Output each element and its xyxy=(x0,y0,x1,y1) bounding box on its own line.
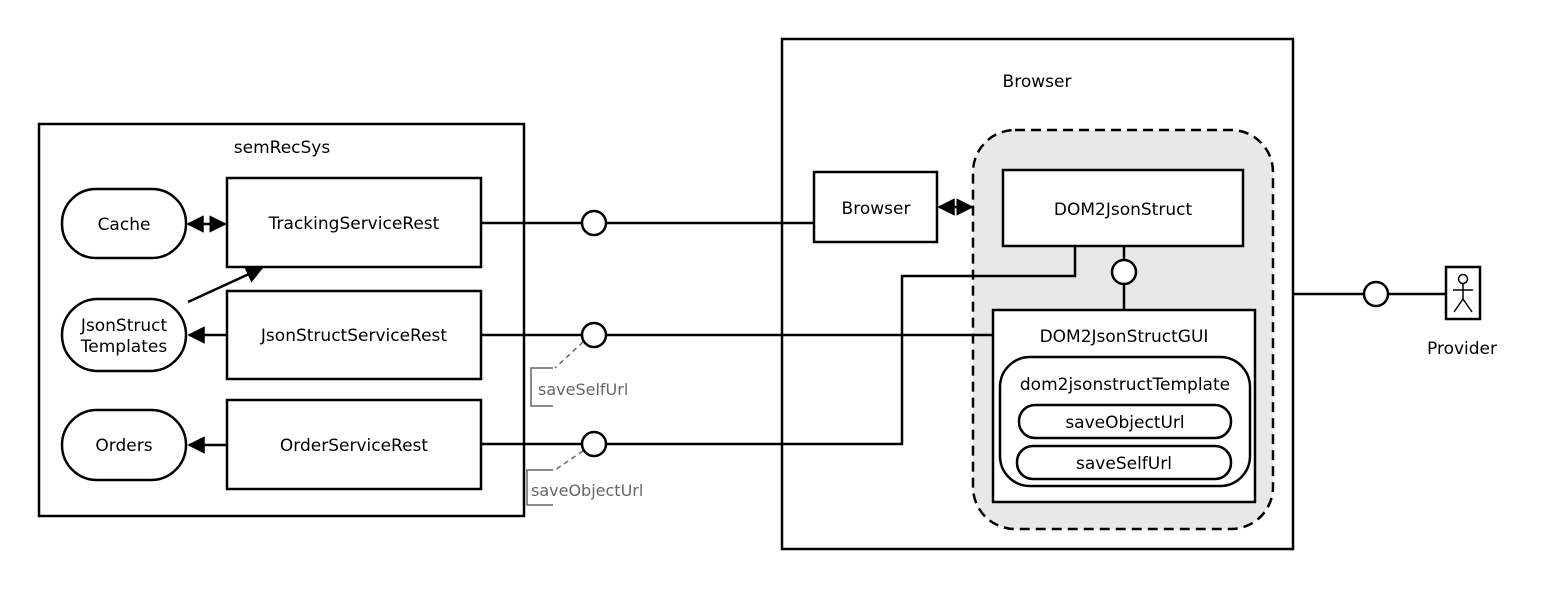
provider-label: Provider xyxy=(1427,339,1497,359)
template-save-self-url xyxy=(1015,444,1233,481)
json-struct-service-rest-label: JsonStructServiceRest xyxy=(260,326,447,346)
save-object-url-note-bracket xyxy=(526,469,553,506)
templates-tracking-arrow xyxy=(187,266,264,304)
semrecsys-title: semRecSys xyxy=(234,138,331,158)
save-object-url-note: saveObjectUrl xyxy=(531,481,643,500)
order-service-rest-label: OrderServiceRest xyxy=(280,436,429,456)
tracking-interface xyxy=(580,209,608,237)
order-service-rest-component xyxy=(225,398,483,491)
cache-label: Cache xyxy=(98,215,151,235)
jsonstruct-interface xyxy=(580,321,608,349)
save-self-url-note: saveSelfUrl xyxy=(538,380,628,399)
dom2jsonstruct-gui-interface xyxy=(1110,258,1138,286)
json-struct-templates-label-line1: JsonStruct xyxy=(80,316,168,336)
json-struct-templates-datastore xyxy=(60,297,188,373)
dom2jsonstruct-component xyxy=(1001,168,1245,248)
order-interface xyxy=(580,430,608,458)
template-save-self-url-label: saveSelfUrl xyxy=(1076,454,1172,474)
tracking-service-rest-label: TrackingServiceRest xyxy=(268,214,440,234)
json-struct-templates-label-line2: Templates xyxy=(80,337,168,357)
order-connector-right xyxy=(606,246,1077,446)
browser-node-title: Browser xyxy=(1003,72,1072,92)
orders-datastore xyxy=(60,408,188,482)
template-save-object-url-label: saveObjectUrl xyxy=(1065,413,1184,433)
provider-interface xyxy=(1362,280,1390,308)
cache-datastore xyxy=(60,187,188,260)
tracking-service-rest-component xyxy=(225,176,483,269)
dom2jsonstruct-template-label: dom2jsonstructTemplate xyxy=(1020,375,1230,395)
dom2jsonstruct-label: DOM2JsonStruct xyxy=(1054,200,1193,220)
provider-actor-icon xyxy=(1444,265,1482,321)
dom2jsonstruct-gui-label: DOM2JsonStructGUI xyxy=(1040,327,1209,347)
save-self-url-note-link xyxy=(554,341,584,369)
inner-browser-label: Browser xyxy=(842,199,911,219)
save-object-url-note-link xyxy=(554,450,584,471)
inner-browser-component xyxy=(812,170,939,244)
save-self-url-note-bracket xyxy=(530,367,553,407)
template-save-object-url xyxy=(1017,403,1233,440)
orders-label: Orders xyxy=(95,436,152,456)
json-struct-service-rest-component xyxy=(225,289,483,381)
